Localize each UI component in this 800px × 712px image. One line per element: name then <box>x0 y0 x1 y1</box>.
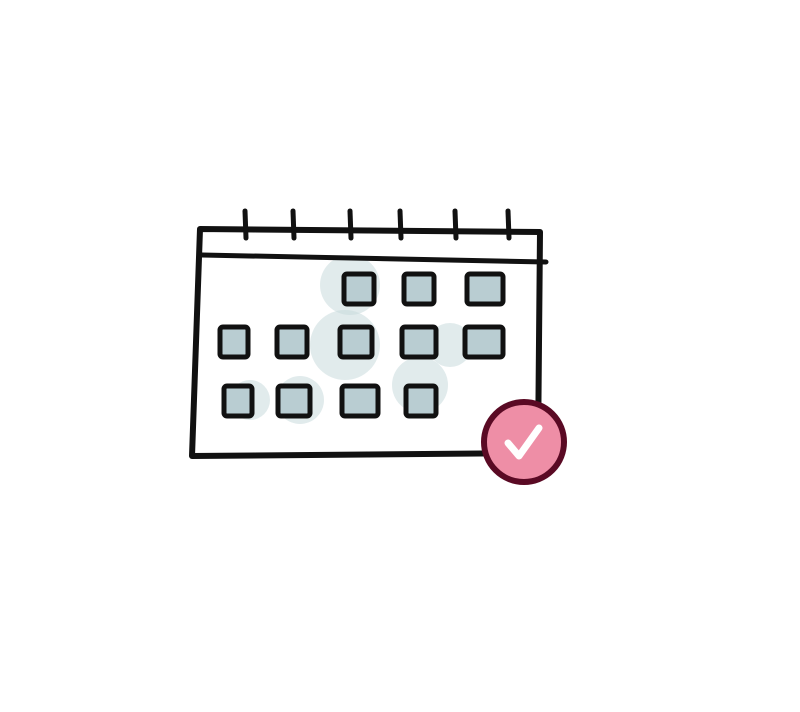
day-cell <box>464 271 506 307</box>
ring-icon <box>290 208 297 241</box>
ring-icon <box>452 208 459 241</box>
check-badge-icon <box>481 399 567 485</box>
calendar-header-line <box>199 252 549 265</box>
day-cell <box>274 324 310 360</box>
ring-icon <box>347 208 354 241</box>
day-cell <box>401 271 437 307</box>
day-cell <box>462 324 506 360</box>
day-cell <box>339 383 381 419</box>
calendar-icon <box>189 208 549 459</box>
day-cell <box>221 383 255 419</box>
wash-blot <box>428 323 472 367</box>
calendar-rings <box>242 208 512 241</box>
ring-icon <box>505 208 512 241</box>
day-cell <box>403 383 439 419</box>
ring-icon <box>397 208 404 241</box>
day-cell <box>341 271 377 307</box>
day-cell <box>275 383 313 419</box>
ring-icon <box>242 208 249 241</box>
day-cell <box>337 324 375 360</box>
checkmark-icon <box>504 424 543 460</box>
day-cell <box>217 324 251 360</box>
calendar-day-cells <box>217 271 506 419</box>
day-cell <box>399 324 439 360</box>
